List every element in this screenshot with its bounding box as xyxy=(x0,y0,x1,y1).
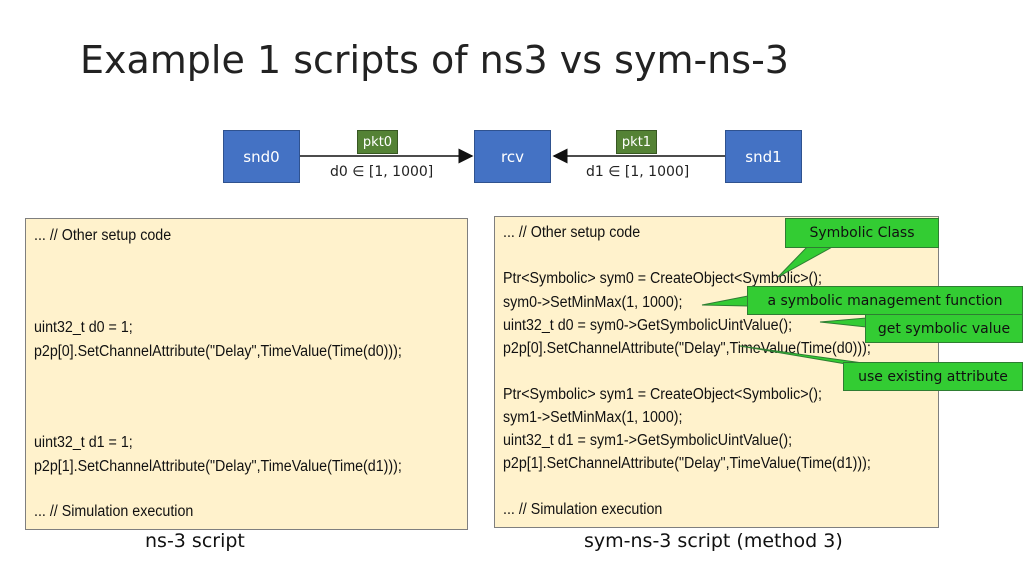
node-rcv: rcv xyxy=(474,130,551,183)
code-line: ... // Simulation execution xyxy=(34,503,194,520)
delay-label-d1: d1 ∈ [1, 1000] xyxy=(586,164,690,180)
code-line: uint32_t d1 = sym1->GetSymbolicUintValue… xyxy=(503,432,793,449)
node-snd1: snd1 xyxy=(725,130,802,183)
ns3-script-box: ... // Other setup code uint32_t d0 = 1;… xyxy=(25,218,468,530)
code-line: p2p[0].SetChannelAttribute("Delay",TimeV… xyxy=(34,343,402,360)
code-line: ... // Other setup code xyxy=(503,224,641,241)
symbolic-class-callout-tail xyxy=(777,245,836,278)
get-value-callout-tail xyxy=(819,317,867,328)
callout-symbolic-class: Symbolic Class xyxy=(785,218,939,248)
ns3-caption: ns-3 script xyxy=(145,530,245,552)
code-line: uint32_t d0 = 1; xyxy=(34,319,133,336)
delay-label-d0: d0 ∈ [1, 1000] xyxy=(330,164,434,180)
code-line: ... // Simulation execution xyxy=(503,501,663,518)
code-line: uint32_t d0 = sym0->GetSymbolicUintValue… xyxy=(503,317,793,334)
callout-get-symbolic-value: get symbolic value xyxy=(865,314,1023,343)
symns3-caption: sym-ns-3 script (method 3) xyxy=(584,530,843,552)
callout-existing-attribute: use existing attribute xyxy=(843,362,1023,391)
code-line: p2p[1].SetChannelAttribute("Delay",TimeV… xyxy=(34,458,402,475)
node-snd0: snd0 xyxy=(223,130,300,183)
packet-pkt0: pkt0 xyxy=(357,130,398,154)
code-line: ... // Other setup code xyxy=(34,227,172,244)
code-line: sym0->SetMinMax(1, 1000); xyxy=(503,294,683,311)
code-line: Ptr<Symbolic> sym1 = CreateObject<Symbol… xyxy=(503,386,822,403)
page-title: Example 1 scripts of ns3 vs sym-ns-3 xyxy=(80,38,789,82)
code-line: Ptr<Symbolic> sym0 = CreateObject<Symbol… xyxy=(503,270,822,287)
callout-management-function: a symbolic management function xyxy=(747,286,1023,315)
management-function-callout-tail xyxy=(701,295,749,307)
packet-pkt1: pkt1 xyxy=(616,130,657,154)
code-line: uint32_t d1 = 1; xyxy=(34,434,133,451)
code-line: p2p[1].SetChannelAttribute("Delay",TimeV… xyxy=(503,455,871,472)
code-line: sym1->SetMinMax(1, 1000); xyxy=(503,409,683,426)
